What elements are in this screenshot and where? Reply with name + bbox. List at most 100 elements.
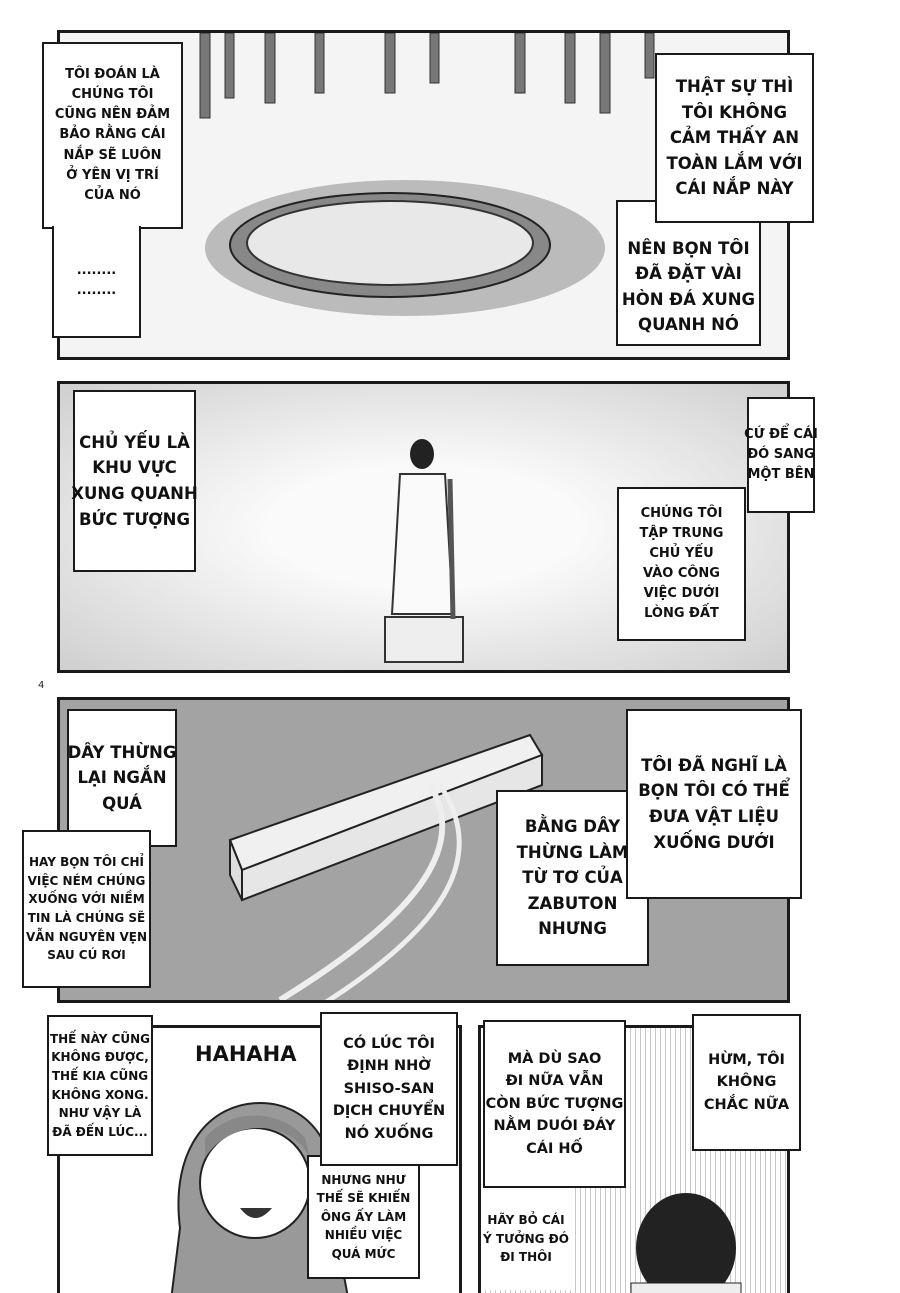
text-line: THẾ NÀY CŨNG: [49, 1031, 151, 1046]
speech-box: CHỦ YẾU LÀ KHU VỰC XUNG QUANH BỨC TƯỢNG: [71, 390, 198, 572]
text-line: XUNG QUANH: [71, 484, 198, 503]
text-line: HỪM, TÔI: [708, 1051, 785, 1068]
page-number: 4: [38, 680, 45, 691]
text-line: CẢM THẤY AN: [669, 128, 800, 148]
speech-box: THẬT SỰ THÌ TÔI KHÔNG CẢM THẤY AN TOÀN LẮM …: [655, 53, 814, 223]
text-line: BỨC TƯỢNG: [78, 509, 191, 529]
text-line: LÒNG ĐẤT: [644, 606, 719, 622]
text-line: TÔI KHÔNG: [681, 102, 788, 122]
speech-box: CỨ ĐỂ CÁI ĐÓ SANG MỘT BÊN: [744, 397, 818, 513]
text-line: NHƯNG NHƯ: [321, 1172, 406, 1187]
text-line: QUÁ MỨC: [331, 1246, 396, 1261]
text-line: ĐI NỮA VẪN: [505, 1073, 604, 1090]
text-line: SHISO-SAN: [343, 1080, 435, 1097]
text-line: HAY BỌN TÔI CHỈ: [29, 855, 144, 870]
speech-box: THẾ NÀY CŨNG KHÔNG ĐƯỢC, THẾ KIA CŨNG KHÔNG…: [47, 1015, 153, 1156]
text-line: MỘT BÊN: [747, 467, 815, 483]
text-line: CÁI HỐ: [526, 1140, 583, 1157]
speech-box: NÊN BỌN TÔI ĐÃ ĐẶT VÀI HÒN ĐÁ XUNG QUANH NÓ: [616, 200, 761, 346]
text-line: CŨNG NÊN ĐẢM: [54, 107, 171, 123]
speech-box: MÀ DÙ SAO ĐI NỮA VẪN CÒN BỨC TƯỢNG NẰM DUÓI…: [483, 1020, 626, 1188]
text-line: BẰNG DÂY: [524, 817, 621, 837]
speech-box: BẰNG DÂY THỪNG LÀM TỪ TƠ CỦA ZABUTON NHƯNG: [496, 790, 649, 966]
speech-box: DÂY THỪNG LẠI NGẮN QUÁ: [67, 709, 177, 847]
text-line: QUANH NÓ: [638, 315, 739, 335]
text-line: ĐÓ SANG: [747, 446, 815, 462]
text-line: SAU CÚ RƠI: [47, 948, 126, 963]
text-line: NẮP SẼ LUÔN: [63, 147, 162, 163]
text-line: CHẮC NỮA: [703, 1096, 790, 1113]
text-line: NHƯNG: [538, 919, 607, 939]
text-line: QUÁ: [102, 793, 142, 813]
text-line: ........: [76, 283, 117, 298]
speech-box: HỪM, TÔI KHÔNG CHẮC NỮA: [692, 1014, 801, 1151]
text-line: CỦA NÓ: [84, 187, 141, 203]
text-line: MÀ DÙ SAO: [507, 1050, 602, 1067]
text-line: KHÔNG XONG.: [51, 1087, 149, 1102]
text-line: ĐI THÔI: [500, 1250, 552, 1265]
text-line: TỪ TƠ CỦA: [522, 868, 623, 888]
girl-illustration: [170, 1101, 349, 1293]
text-line: HÒN ĐÁ XUNG: [621, 289, 756, 309]
speech-box: CHÚNG TÔI TẬP TRUNG CHỦ YẾU VÀO CÔNG VIỆC DƯ…: [617, 487, 746, 641]
speech-box: CÓ LÚC TÔI ĐỊNH NHỜ SHISO-SAN DỊCH CHUYỂN NÓ…: [320, 1012, 458, 1166]
text-line: CÁI NẮP NÀY: [675, 179, 794, 199]
text-line: VÀO CÔNG: [643, 566, 720, 581]
text-line: CHỦ YẾU LÀ: [79, 432, 190, 452]
text-line: NÓ XUỐNG: [344, 1125, 434, 1142]
lid-illustration: [199, 33, 655, 316]
text-line: Ở YÊN VỊ TRÍ: [66, 167, 159, 183]
statue-illustration: [384, 439, 464, 663]
text-line: ĐÃ ĐẶT VÀI: [635, 264, 742, 284]
text-line: VIỆC NÉM CHÚNG: [27, 873, 146, 888]
text-line: CÓ LÚC TÔI: [343, 1035, 435, 1052]
text-line: VẪN NGUYÊN VẸN: [25, 929, 148, 944]
text-line: CHỦ YẾU: [649, 545, 714, 561]
text-line: THẾ SẼ KHIẾN: [316, 1191, 411, 1206]
text-line: CHÚNG TÔI: [640, 505, 723, 521]
text-line: CỨ ĐỂ CÁI: [744, 426, 818, 442]
text-line: ZABUTON: [527, 893, 618, 913]
panel-beam: [57, 697, 790, 1003]
text-line: ĐỊNH NHỜ: [347, 1058, 431, 1075]
text-line: TÔI ĐÃ NGHĨ LÀ: [641, 755, 787, 775]
text-line: HÃY BỎ CÁI: [487, 1213, 565, 1228]
text-line: BỌN TÔI CÓ THỂ: [638, 781, 790, 801]
text-line: TIN LÀ CHÚNG SẼ: [27, 911, 146, 925]
text-line: BẢO RẰNG CÁI: [59, 127, 166, 143]
text-line: XUỐNG VỚI NIỀM: [28, 892, 145, 907]
text-line: VIỆC DƯỚI: [643, 586, 720, 602]
text-line: CHÚNG TÔI: [71, 87, 154, 103]
text-line: XUỐNG DƯỚI: [653, 832, 775, 852]
text-line: KHÔNG: [716, 1074, 777, 1091]
speech-box: TÔI ĐOÁN LÀ CHÚNG TÔI CŨNG NÊN ĐẢM BẢO RẰNG…: [42, 42, 183, 229]
text-line: NHIỀU VIỆC: [324, 1228, 403, 1243]
text-line: TẬP TRUNG: [639, 525, 724, 541]
text-line: THẾ KIA CŨNG: [51, 1068, 149, 1083]
text-line: NÊN BỌN TÔI: [627, 238, 750, 258]
sfx-hahaha: HAHAHA: [195, 1042, 297, 1066]
text-line: NHƯ VẬY LÀ: [58, 1106, 142, 1121]
text-line: ĐÃ ĐẾN LÚC...: [52, 1124, 148, 1139]
speech-box: HAY BỌN TÔI CHỈ VIỆC NÉM CHÚNG XUỐNG VỚI N…: [22, 830, 151, 988]
speech-box: HÃY BỎ CÁI Ý TƯỞNG ĐÓ ĐI THÔI: [481, 1188, 571, 1290]
beam-illustration: [228, 733, 544, 1000]
text-line: THỪNG LÀM: [516, 842, 629, 862]
text-line: LẠI NGẮN: [77, 768, 167, 788]
text-line: KHÔNG ĐƯỢC,: [51, 1050, 149, 1065]
text-line: NẰM DUÓI ĐÁY: [493, 1118, 616, 1135]
text-line: DÂY THỪNG: [67, 742, 177, 762]
text-line: THẬT SỰ THÌ: [675, 77, 794, 97]
text-line: DỊCH CHUYỂN: [332, 1103, 446, 1120]
text-line: ........: [76, 262, 117, 278]
text-line: CÒN BỨC TƯỢNG: [485, 1095, 624, 1112]
speech-box: ................: [52, 226, 141, 338]
text-line: TOÀN LẮM VỚI: [666, 153, 803, 173]
text-line: KHU VỰC: [92, 458, 177, 478]
text-line: Ý TƯỞNG ĐÓ: [483, 1231, 569, 1246]
boy-illustration: [630, 1193, 742, 1293]
text-line: TÔI ĐOÁN LÀ: [65, 67, 160, 82]
